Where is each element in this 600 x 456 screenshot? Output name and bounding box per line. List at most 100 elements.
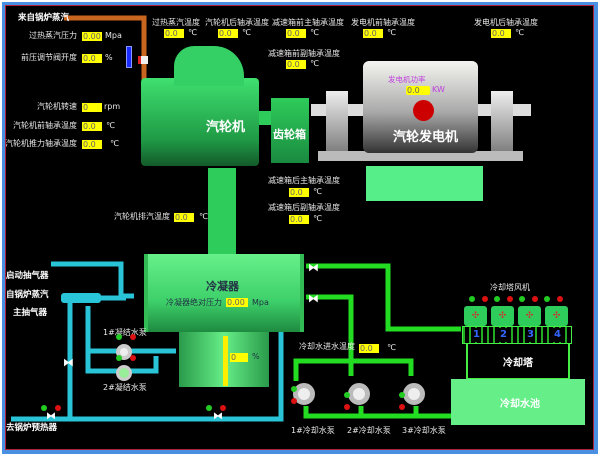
cooling-pool[interactable] xyxy=(451,379,585,425)
start-ejector-label: 启动抽气器 xyxy=(6,271,49,281)
stop-indicator xyxy=(532,296,538,302)
cooling-water-pipes xyxy=(293,263,461,419)
rear-bearing-pedestal xyxy=(491,91,513,156)
superheat-temp-value: 0.0 xyxy=(164,29,184,38)
superheat-temp-label: 过热蒸汽温度 xyxy=(152,18,200,27)
stop-indicator xyxy=(344,404,350,410)
front-bearing-pedestal xyxy=(326,91,348,156)
cooling-valve-2-icon[interactable]: ⧓ xyxy=(308,292,319,305)
stop-indicator xyxy=(507,296,513,302)
fan-number: 1 xyxy=(472,328,481,342)
gearbox-label: 齿轮箱 xyxy=(273,128,306,141)
gearbox[interactable] xyxy=(271,98,309,163)
cond-pump-2[interactable] xyxy=(116,365,132,381)
cooling-valve-1-icon[interactable]: ⧓ xyxy=(308,261,319,274)
generator-foundation xyxy=(366,166,483,201)
tower-fan[interactable]: ✣ xyxy=(491,306,514,326)
steam-source-label: 来自锅炉蒸汽 xyxy=(18,13,70,23)
gen-front-bearing-label: 发电机前轴承温度 xyxy=(351,18,415,27)
condenser-pressure-value: 0.00 xyxy=(226,298,248,307)
fan-number: 4 xyxy=(553,328,562,342)
stop-indicator xyxy=(220,405,226,411)
condenser[interactable] xyxy=(144,254,304,332)
cooling-inlet-temp-label: 冷却水进水温度 xyxy=(299,342,355,351)
shaft-coupling xyxy=(259,111,273,125)
gear-front-aux-value: 0.0 xyxy=(286,60,306,69)
run-indicator xyxy=(494,296,500,302)
run-indicator xyxy=(344,392,350,398)
stop-indicator xyxy=(557,296,563,302)
turbine-front-bearing-label: 汽轮机前轴承温度 xyxy=(13,121,77,130)
turbine[interactable] xyxy=(141,78,259,166)
tower-fan[interactable]: ✣ xyxy=(518,306,541,326)
unit: % xyxy=(105,53,113,62)
superheat-pressure-label: 过热蒸汽压力 xyxy=(29,31,77,40)
tower-fan[interactable]: ✣ xyxy=(464,306,487,326)
run-indicator xyxy=(41,405,47,411)
stop-indicator xyxy=(130,334,136,340)
unit: ℃ xyxy=(188,28,197,37)
gear-front-main-value: 0.0 xyxy=(286,29,306,38)
tower-fans-label: 冷却塔风机 xyxy=(490,283,530,292)
unit: ℃ xyxy=(515,28,524,37)
turbine-casing-top xyxy=(174,46,244,86)
gear-rear-aux-value: 0.0 xyxy=(289,215,309,224)
unit: KW xyxy=(432,85,445,94)
gen-power-value: 0.0 xyxy=(406,86,430,95)
cool-pump-2[interactable] xyxy=(348,383,370,405)
run-indicator xyxy=(544,296,550,302)
bypass-valve-icon[interactable]: ⧓ xyxy=(63,356,74,369)
cool-pump-3[interactable] xyxy=(403,383,425,405)
gear-front-main-label: 减速箱前主轴承温度 xyxy=(272,18,344,27)
fan-number: 3 xyxy=(526,328,535,342)
regulating-valve-indicator[interactable] xyxy=(126,46,132,68)
gen-rear-bearing-value: 0.0 xyxy=(491,29,511,38)
unit: Mpa xyxy=(105,31,122,40)
gen-rear-bearing-label: 发电机后轴承温度 xyxy=(474,18,538,27)
stop-indicator xyxy=(55,405,61,411)
unit: ℃ xyxy=(313,187,322,196)
steam-pipe xyxy=(64,15,147,84)
tower-fan[interactable]: ✣ xyxy=(545,306,568,326)
pool-label: 冷却水池 xyxy=(500,399,540,410)
exhaust-temp-label: 汽轮机排汽温度 xyxy=(114,212,170,221)
recirc-valve-icon[interactable]: ⧓ xyxy=(213,411,223,422)
turbine-rear-bearing-value: 0.0 xyxy=(218,29,238,38)
gen-front-bearing-value: 0.0 xyxy=(363,29,383,38)
gear-rear-aux-label: 减速箱后副轴承温度 xyxy=(268,203,340,212)
unit: ℃ xyxy=(106,121,115,130)
tower-fill xyxy=(462,326,572,344)
generator-status-indicator xyxy=(413,100,434,121)
unit: ℃ xyxy=(387,28,396,37)
outlet-valve-icon[interactable]: ⧓ xyxy=(46,411,56,422)
cool-pump-1[interactable] xyxy=(293,383,315,405)
hotwell-level-value: 0 xyxy=(230,353,248,362)
cool-pump-3-label: 3#冷却水泵 xyxy=(402,426,446,435)
turbine-label: 汽轮机 xyxy=(206,120,246,135)
turbine-rear-bearing-label: 汽轮机后轴承温度 xyxy=(205,18,269,27)
run-indicator xyxy=(519,296,525,302)
run-indicator xyxy=(116,355,122,361)
generator-base xyxy=(318,151,523,161)
cool-pump-2-label: 2#冷却水泵 xyxy=(347,426,391,435)
tower-label: 冷却塔 xyxy=(503,358,533,369)
stop-indicator xyxy=(291,398,297,404)
turbine-speed-label: 汽轮机转速 xyxy=(37,102,77,111)
unit: Mpa xyxy=(252,298,269,307)
unit: ℃ xyxy=(313,214,322,223)
gear-rear-main-label: 减速箱后主轴承温度 xyxy=(268,176,340,185)
fan-number: 2 xyxy=(499,328,508,342)
stop-indicator xyxy=(399,404,405,410)
boiler-steam-label: 自锅炉蒸汽 xyxy=(6,290,49,300)
to-preheater-label: 去锅炉预热器 xyxy=(6,423,58,433)
condenser-label: 冷凝器 xyxy=(206,280,239,293)
unit: ℃ xyxy=(310,28,319,37)
gen-power-label: 发电机功率 xyxy=(388,75,426,84)
main-ejector-label: 主抽气器 xyxy=(13,308,48,318)
valve-opening-value: 0.0 xyxy=(82,54,102,63)
regulating-valve-icon[interactable] xyxy=(138,56,148,64)
exhaust-temp-value: 0.0 xyxy=(174,213,194,222)
cond-pump-2-label: 2#凝结水泵 xyxy=(103,383,147,392)
turbine-speed-value: 0 xyxy=(82,103,102,112)
valve-opening-label: 前压调节阀开度 xyxy=(21,53,77,62)
